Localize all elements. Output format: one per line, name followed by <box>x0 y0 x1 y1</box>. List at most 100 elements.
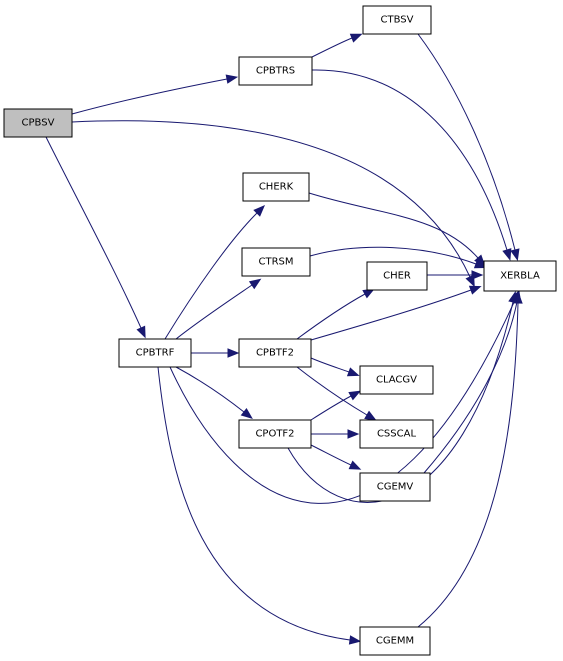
node-cgemm[interactable]: CGEMM <box>359 626 431 656</box>
node-label: CGEMV <box>377 482 414 493</box>
edge-cpbtrf-to-cpbtf2 <box>191 348 240 358</box>
edge-line <box>309 246 477 265</box>
edge-cpbtf2-to-cher <box>296 288 375 340</box>
edge-cher-to-xerbla <box>427 270 484 280</box>
node-box <box>362 5 432 35</box>
arrowhead-icon <box>510 248 520 262</box>
edge-line <box>417 33 516 251</box>
edge-line <box>175 284 253 340</box>
edge-line <box>311 37 353 58</box>
node-box <box>238 338 312 368</box>
node-box <box>483 260 557 292</box>
node-csscal[interactable]: CSSCAL <box>359 419 434 449</box>
node-box <box>118 338 192 368</box>
edge-line <box>164 212 258 340</box>
edge-ctrsm-to-xerbla <box>309 246 487 269</box>
edge-line <box>296 366 368 416</box>
edge-cpotf2-to-xerbla <box>287 290 518 503</box>
arrowhead-icon <box>471 270 484 280</box>
node-label: CHER <box>383 271 411 282</box>
node-box <box>359 365 434 395</box>
edge-cpotf2-to-cgemv <box>310 444 362 470</box>
edge-line <box>71 120 471 278</box>
arrowhead-icon <box>513 291 523 304</box>
node-box <box>242 172 310 202</box>
node-xerbla[interactable]: XERBLA <box>483 260 557 292</box>
edge-cpbtrs-to-xerbla <box>311 69 512 261</box>
node-box <box>238 419 312 449</box>
node-cgemv[interactable]: CGEMV <box>359 472 431 502</box>
arrowhead-icon <box>348 635 362 645</box>
node-box <box>359 419 434 449</box>
node-box <box>359 472 431 502</box>
nodes-layer: CPBSV CPBTRS CTBSV CHERK CTRSM CHER XERBLA CPBT… <box>3 5 557 656</box>
node-label: CGEMM <box>376 636 414 647</box>
node-clacgv[interactable]: CLACGV <box>359 365 434 395</box>
node-cpbtrs[interactable]: CPBTRS <box>238 56 313 86</box>
arrowhead-icon <box>468 285 482 295</box>
node-cpbtrf[interactable]: CPBTRF <box>118 338 192 368</box>
node-label: CLACGV <box>376 375 417 386</box>
edge-line <box>175 366 245 413</box>
arrowhead-icon <box>348 390 361 401</box>
arrowhead-icon <box>136 325 146 339</box>
node-label: CTBSV <box>381 15 414 26</box>
node-cherk[interactable]: CHERK <box>242 172 310 202</box>
edge-line <box>157 366 351 641</box>
edge-line <box>310 444 352 466</box>
edge-cpbtrf-to-ctrsm <box>175 278 262 340</box>
edge-line <box>287 301 514 503</box>
arrowhead-icon <box>248 278 262 290</box>
edge-cpbtf2-to-xerbla <box>310 285 482 341</box>
arrowhead-icon <box>225 74 239 84</box>
edge-cpbtrf-to-cgemm <box>157 366 362 645</box>
edges-layer <box>45 33 523 645</box>
edge-cgemm-to-xerbla <box>417 291 523 628</box>
edge-line <box>296 293 366 340</box>
edge-cpbtrf-to-cherk <box>164 204 266 340</box>
edge-ctbsv-to-xerbla <box>417 33 520 262</box>
node-label: CPBSV <box>22 118 55 129</box>
node-label: CPBTF2 <box>256 348 294 359</box>
node-label: CPBTRF <box>136 348 175 359</box>
node-box <box>3 108 73 138</box>
arrowhead-icon <box>349 33 363 43</box>
edge-line <box>423 301 518 474</box>
node-cher[interactable]: CHER <box>366 261 428 291</box>
edge-line <box>310 395 352 421</box>
node-cpbtf2[interactable]: CPBTF2 <box>238 338 312 368</box>
node-label: CPOTF2 <box>255 429 294 440</box>
node-label: CPBTRS <box>256 66 295 77</box>
edge-line <box>417 302 519 628</box>
edge-line <box>71 78 228 115</box>
node-label: CTRSM <box>258 257 293 268</box>
arrowhead-icon <box>347 429 360 439</box>
arrowhead-icon <box>346 367 360 377</box>
edge-line <box>45 136 142 329</box>
edge-cpbsv-to-cpbtrs <box>71 74 239 115</box>
edge-line <box>310 357 350 373</box>
node-box <box>238 56 313 86</box>
edge-line <box>308 192 479 259</box>
arrowhead-icon <box>473 259 487 269</box>
arrowhead-icon <box>502 248 512 261</box>
node-box <box>241 247 311 277</box>
edge-line <box>169 299 516 504</box>
edge-line <box>310 289 472 341</box>
node-box <box>366 261 428 291</box>
node-cpotf2[interactable]: CPOTF2 <box>238 419 312 449</box>
node-cpbsv[interactable]: CPBSV <box>3 108 73 138</box>
node-label: XERBLA <box>500 271 540 282</box>
edge-cpbtf2-to-csscal <box>296 366 377 421</box>
arrowhead-icon <box>348 460 362 470</box>
node-ctrsm[interactable]: CTRSM <box>241 247 311 277</box>
edge-cpbsv-to-cpbtrf <box>45 136 146 339</box>
node-label: CHERK <box>259 182 294 193</box>
edge-cpbtrf-to-cpotf2 <box>175 366 253 420</box>
node-box <box>359 626 431 656</box>
edge-line <box>311 69 508 251</box>
edge-cpotf2-to-csscal <box>311 429 360 439</box>
node-ctbsv[interactable]: CTBSV <box>362 5 432 35</box>
node-label: CSSCAL <box>377 429 417 440</box>
